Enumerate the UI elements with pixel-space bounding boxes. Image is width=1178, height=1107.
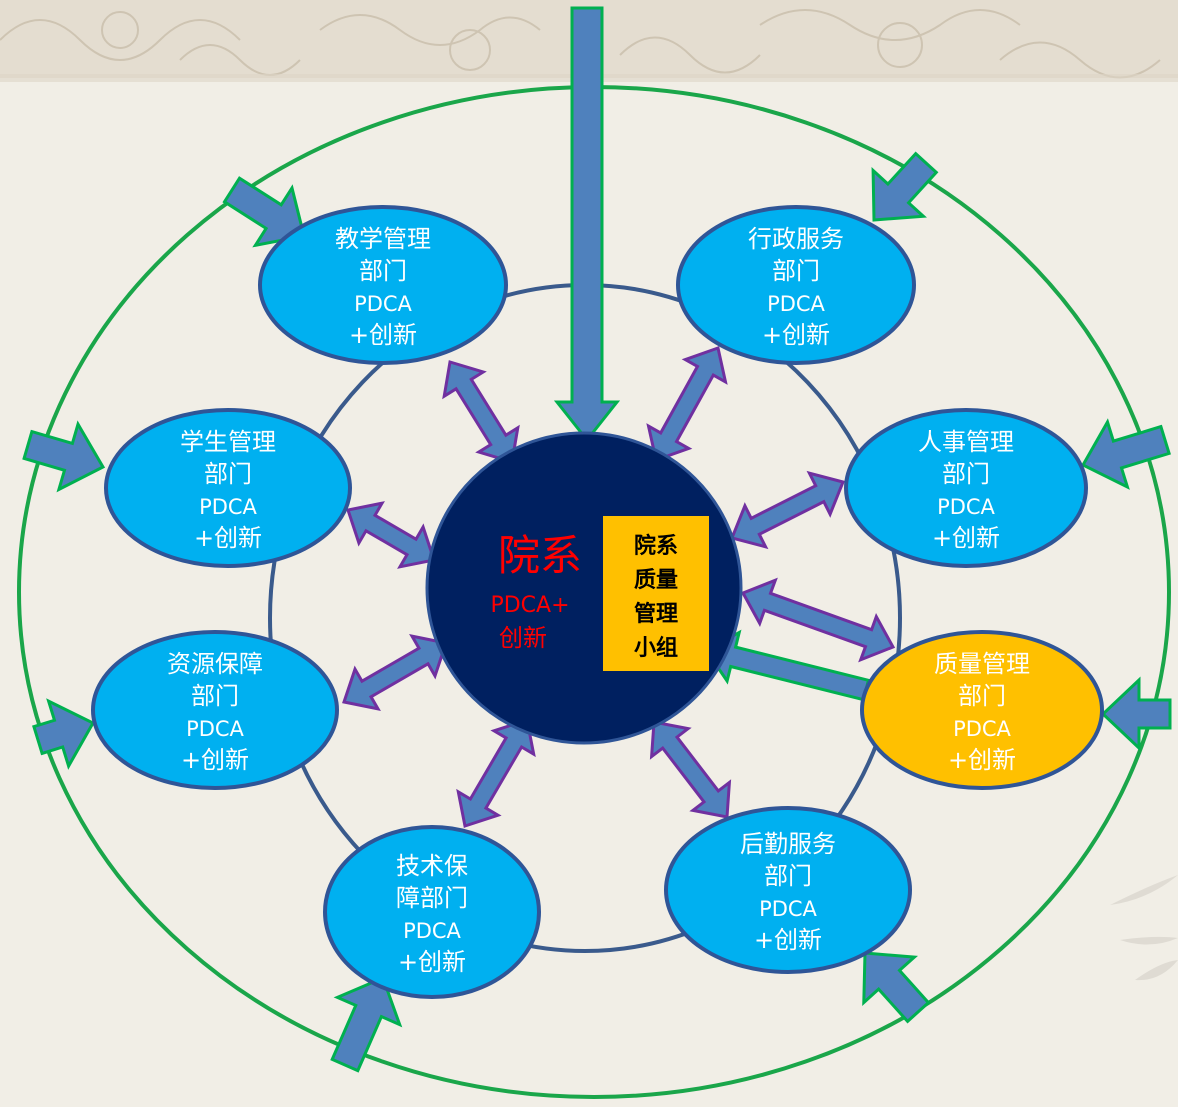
dept-quality-line-1: 质量管理 <box>934 650 1030 678</box>
link-arrow-resource <box>342 633 448 712</box>
dept-quality-line-2: 部门 <box>958 682 1006 710</box>
dept-ellipse-quality <box>860 630 1104 790</box>
link-arrow-quality <box>740 577 896 663</box>
outer-arrow-teaching <box>222 176 306 248</box>
dept-ellipse-logistics <box>664 806 912 974</box>
dept-logistics-line-1: 后勤服务 <box>740 830 836 858</box>
dept-resource-line-4: +创新 <box>181 746 249 774</box>
dept-admin-line-3: PDCA <box>767 292 825 316</box>
outer-arrow-resource <box>32 698 96 770</box>
arrow-group <box>22 6 1172 1073</box>
quality-group-box: 院系 质量 管理 小组 <box>603 516 709 671</box>
dept-hr-line-1: 人事管理 <box>918 428 1014 456</box>
dept-ellipse-admin <box>676 205 916 365</box>
bamboo-decoration <box>1110 875 1178 981</box>
group-line-4: 小组 <box>634 635 678 661</box>
dept-ellipse-resource <box>91 630 339 790</box>
dept-tech-line-4: +创新 <box>398 948 466 976</box>
center-title: 院系 <box>498 531 582 580</box>
outer-arrow-hr <box>1080 418 1171 490</box>
center-innovation: 创新 <box>499 624 547 652</box>
dept-teaching-line-2: 部门 <box>359 257 407 285</box>
dept-teaching-line-1: 教学管理 <box>335 225 431 253</box>
link-arrow-tech <box>456 718 536 828</box>
dept-resource-line-2: 部门 <box>191 682 239 710</box>
group-line-1: 院系 <box>634 533 678 559</box>
dept-hr-line-2: 部门 <box>942 460 990 488</box>
dept-teaching-line-4: +创新 <box>349 321 417 349</box>
link-arrow-admin <box>646 346 728 462</box>
dept-ellipse-tech <box>323 825 541 999</box>
dept-admin-line-2: 部门 <box>772 257 820 285</box>
dept-student-line-2: 部门 <box>204 460 252 488</box>
link-arrow-student <box>346 501 436 569</box>
dept-resource-line-3: PDCA <box>186 717 244 741</box>
dept-teaching-line-3: PDCA <box>354 292 412 316</box>
department-group: 教学管理部门PDCA+创新行政服务部门PDCA+创新学生管理部门PDCA+创新人… <box>91 205 1104 999</box>
quality-group-rect <box>603 516 709 671</box>
dept-student-line-3: PDCA <box>199 495 257 519</box>
outer-arrow-logistics <box>862 951 931 1024</box>
dept-ellipse-teaching <box>258 205 508 365</box>
dept-logistics-line-4: +创新 <box>754 926 822 954</box>
link-arrow-teaching <box>442 360 520 464</box>
group-line-2: 质量 <box>634 568 678 593</box>
dept-quality-line-3: PDCA <box>953 717 1011 741</box>
outer-arrow-quality <box>1100 676 1172 752</box>
dept-logistics-line-2: 部门 <box>764 862 812 890</box>
dept-student-line-1: 学生管理 <box>180 428 276 456</box>
dept-admin-line-4: +创新 <box>762 321 830 349</box>
dept-admin-line-1: 行政服务 <box>748 225 844 253</box>
group-line-3: 管理 <box>634 601 678 627</box>
dept-hr-line-4: +创新 <box>932 524 1000 552</box>
outer-arrow-admin <box>871 151 939 222</box>
dept-student-line-4: +创新 <box>194 524 262 552</box>
outer-arrow-student <box>22 420 106 493</box>
outer-arrow-tech <box>330 975 403 1073</box>
center-pdca: PDCA+ <box>490 593 569 618</box>
dept-tech-line-3: PDCA <box>403 919 461 943</box>
link-arrow-logistics <box>649 720 732 819</box>
dept-ellipse-hr <box>844 408 1088 568</box>
dept-hr-line-3: PDCA <box>937 495 995 519</box>
link-arrow-hr <box>729 470 846 550</box>
dept-logistics-line-3: PDCA <box>759 897 817 921</box>
dept-tech-line-2: 障部门 <box>396 884 468 912</box>
dept-tech-line-1: 技术保 <box>396 852 468 880</box>
dept-resource-line-1: 资源保障 <box>167 650 263 678</box>
dept-quality-line-4: +创新 <box>948 746 1016 774</box>
dept-ellipse-student <box>104 408 352 568</box>
top-input-arrow <box>553 6 621 443</box>
